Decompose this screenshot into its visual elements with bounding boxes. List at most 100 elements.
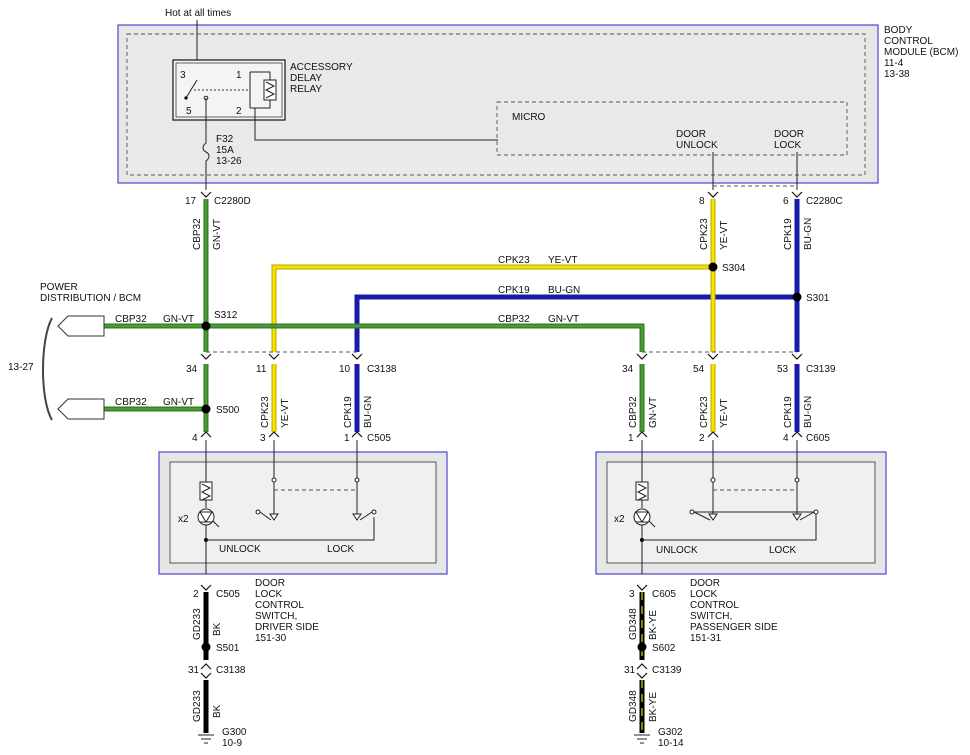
pass-unlock-arrow [708,513,718,521]
splice-s312 [201,321,211,331]
bcm-name-1: BODY [884,25,913,36]
c605-pin-1: 1 [628,433,634,444]
s301-label: S301 [806,293,830,304]
c605-bottom-label: C605 [652,589,676,600]
splice-s501 [201,642,211,652]
driver-x2: x2 [178,514,189,525]
label-cbp32-lower-right: CBP32 [628,396,639,428]
driver-switch-label-3: CONTROL [255,600,304,611]
pass-lock-label: LOCK [769,545,797,556]
driver-switch-label-6: 151-30 [255,633,287,644]
pass-lock-arrow [792,513,802,521]
c3138-ground-label: C3138 [216,665,246,676]
bcm-name-3: MODULE (BCM) [884,47,958,58]
chevron-c3139-53 [791,353,803,360]
c3138-pin-11: 11 [256,364,267,375]
pass-lock-blade [799,511,815,521]
s501-label: S501 [216,643,240,654]
c3139-pin-34: 34 [622,364,634,375]
c3139-pin-53: 53 [777,364,789,375]
pass-common-bus [642,511,817,541]
door-unlock-label-2: UNLOCK [676,140,718,151]
label-gnvt-s500: GN-VT [163,397,194,408]
c605-label: C605 [806,433,830,444]
chevron-c3138-31 [200,663,212,670]
label-bk-upper: BK [212,622,223,636]
driver-led-ray [212,520,220,528]
inline-connectors: 34 11 10 C3138 34 54 53 C3139 4 3 1 C505… [186,351,836,679]
door-lock-label-1: DOOR [774,129,804,140]
pass-switch-label-6: 151-31 [690,633,722,644]
ground-points: G300 10-9 G302 10-14 [198,727,684,749]
chevron-c3138-31b [200,672,212,679]
c3139-label: C3139 [806,364,836,375]
label-bkye-lower: BK-YE [648,692,659,722]
c605-pin-2: 2 [699,433,705,444]
driver-switch-label-2: LOCK [255,589,283,600]
s304-label: S304 [722,263,746,274]
driver-common-bus [206,517,375,541]
relay-label-2: DELAY [290,73,322,84]
power-dist-terminal-1 [57,315,105,337]
label-bkye-upper: BK-YE [648,610,659,640]
c3138-pin-10: 10 [339,364,351,375]
label-bugn-horizontal: BU-GN [548,285,580,296]
pass-led-ray [648,520,656,528]
pass-x2: x2 [614,514,625,525]
g302-label: G302 [658,727,683,738]
fuse-label-2: 15A [216,145,234,156]
label-cpk19-right: CPK19 [783,218,794,250]
c605-bottom-pin: 3 [629,589,635,600]
wire-cpk23-top [271,264,713,352]
relay-pin-1: 1 [236,70,242,81]
micro-box [496,101,848,156]
splice-s304 [708,262,718,272]
wire-cpk19-top [354,294,797,352]
splice-s301 [792,292,802,302]
label-cpk23-lower-right: CPK23 [699,396,710,428]
c3139-pin-54: 54 [693,364,705,375]
pass-switch-label-5: PASSENGER SIDE [690,622,778,633]
vertical-wire-labels: CBP32 GN-VT CPK23 YE-VT CPK19 BU-GN CPK2… [192,218,814,722]
driver-lock-arrow [352,513,362,521]
label-cpk23-horizontal: CPK23 [498,255,530,266]
c3138-ground-pin: 31 [188,665,200,676]
label-yevt-horizontal: YE-VT [548,255,577,266]
label-bugn-lower-left: BU-GN [363,396,374,428]
c605-pin-4: 4 [783,433,789,444]
driver-door-lock-switch: x2 UNLOCK LOCK DOOR LOCK CONTROL SWITCH,… [158,440,448,644]
power-dist-bracket [42,317,53,421]
connector-chevrons [200,191,803,198]
label-gnvt-horizontal: GN-VT [548,314,579,325]
horizontal-wire-labels: CPK23 YE-VT CPK19 BU-GN CBP32 GN-VT CBP3… [115,255,580,408]
bcm-name-2: CONTROL [884,36,933,47]
pass-led-triangle [635,511,649,523]
power-distribution: POWER DISTRIBUTION / BCM 13-27 [8,282,141,421]
chevron-c605-4 [791,431,803,438]
pass-resistor-zigzag [636,483,648,501]
c2280d-pin-17: 17 [185,196,197,207]
driver-lock-label: LOCK [327,544,355,555]
chevron-c605-bottom [636,584,648,591]
pass-switch-label-2: LOCK [690,589,718,600]
relay-label-1: ACCESSORY [290,62,353,73]
driver-unlock-contact-top [271,477,277,483]
wire-cpk23-top-core [272,265,713,352]
chevron-c3138-34 [200,353,212,360]
chevron-c2280d [200,191,212,198]
label-cbp32-power: CBP32 [115,314,147,325]
s312-label: S312 [214,310,238,321]
c505-label: C505 [367,433,391,444]
label-yevt-right: YE-VT [719,221,730,250]
chevron-c3139-34 [636,353,648,360]
c3139-ground-label: C3139 [652,665,682,676]
splice-points: S304 S301 S312 S500 S501 S602 [201,262,830,654]
power-dist-label-1: POWER [40,282,78,293]
c3138-pin-34: 34 [186,364,198,375]
label-gnvt-power: GN-VT [163,314,194,325]
passenger-door-lock-switch: x2 UNLOCK LOCK DOOR LOCK CONTROL SWITCH,… [595,440,887,644]
c3138-label: C3138 [367,364,397,375]
wire-cbp32-horizontal [104,323,645,352]
label-gd348-upper: GD348 [628,608,639,640]
relay-pin-2: 2 [236,106,242,117]
